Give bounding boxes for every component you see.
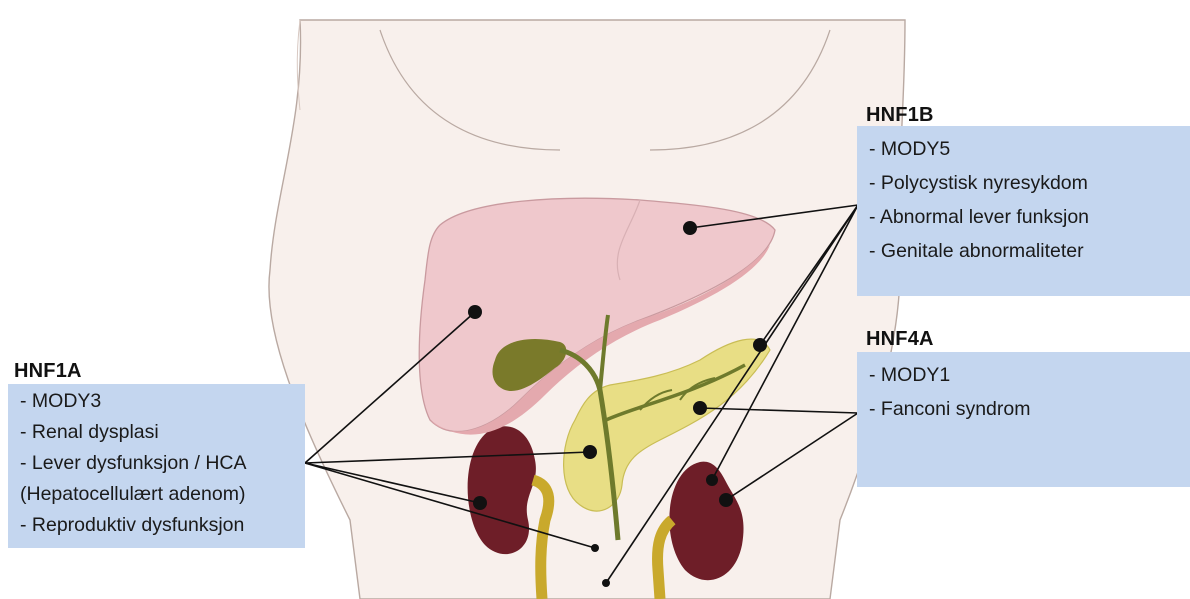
list-item: - MODY1 (869, 358, 1180, 392)
marker-kidney-left (473, 496, 487, 510)
info-box-hnf1a: - MODY3 - Renal dysplasi - Lever dysfunk… (8, 384, 305, 548)
list-item: - Fanconi syndrom (869, 392, 1180, 426)
list-item: - Renal dysplasi (20, 417, 295, 448)
list-item: - MODY3 (20, 386, 295, 417)
marker-genital-b (602, 579, 610, 587)
marker-kidney-right-upper (706, 474, 718, 486)
list-item: - Genitale abnormaliteter (869, 234, 1180, 268)
marker-kidney-right-lower (719, 493, 733, 507)
list-item: - Abnormal lever funksjon (869, 200, 1180, 234)
gene-title-hnf4a: HNF4A (866, 328, 934, 351)
list-item: - Polycystisk nyresykdom (869, 166, 1180, 200)
list-item: (Hepatocellulært adenom) (20, 479, 295, 510)
marker-liver-left (468, 305, 482, 319)
gene-title-hnf1b: HNF1B (866, 104, 934, 127)
list-item: - Lever dysfunksjon / HCA (20, 448, 295, 479)
list-item: - Reproduktiv dysfunksjon (20, 510, 295, 541)
gene-title-hnf1a: HNF1A (14, 360, 82, 383)
list-item: - MODY5 (869, 132, 1180, 166)
marker-pancreas-body (693, 401, 707, 415)
marker-liver-right (683, 221, 697, 235)
info-box-hnf1b: - MODY5 - Polycystisk nyresykdom - Abnor… (857, 126, 1190, 296)
marker-pancreas-head (583, 445, 597, 459)
marker-pancreas-tail (753, 338, 767, 352)
info-box-hnf4a: - MODY1 - Fanconi syndrom (857, 352, 1190, 487)
marker-genital-a (591, 544, 599, 552)
